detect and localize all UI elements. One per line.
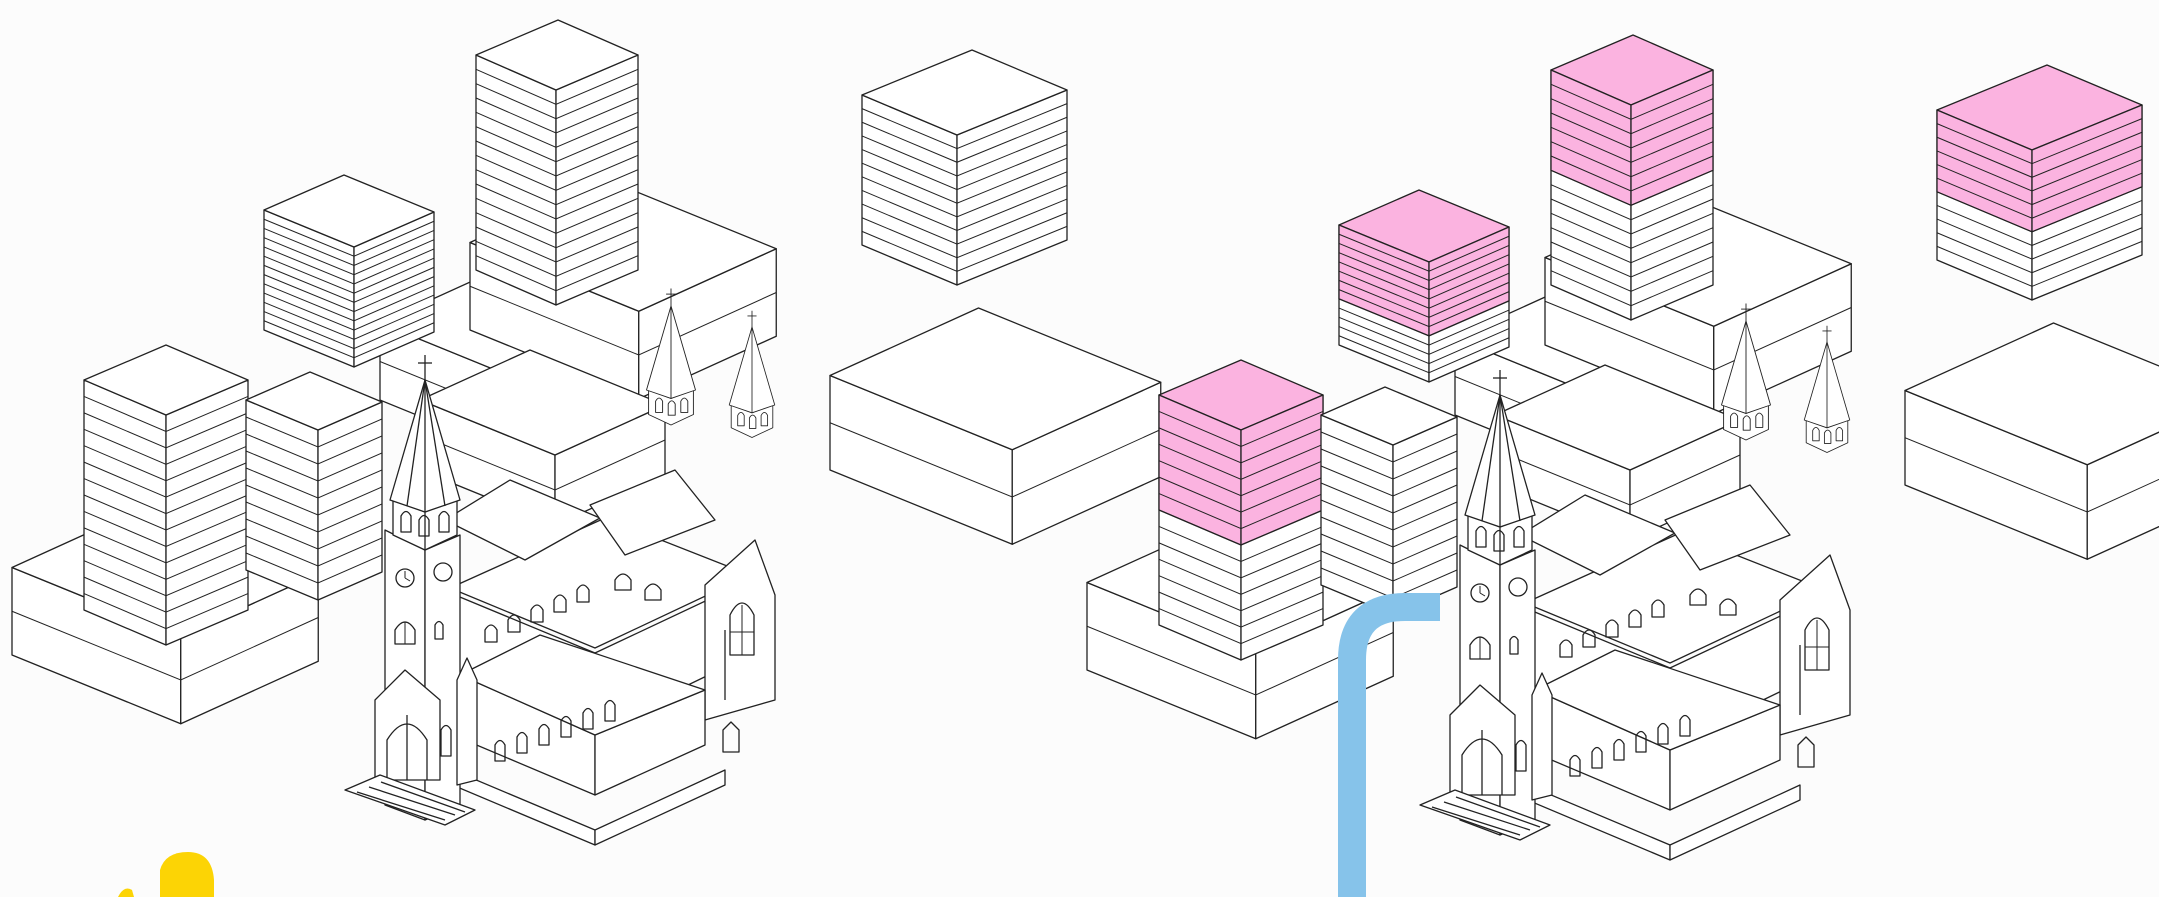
podium-block-4: [830, 308, 1161, 544]
panel-after: [1087, 35, 2159, 860]
tower-block-3: [264, 175, 434, 367]
tower-block-1: [1159, 360, 1323, 660]
tower-block-2: [1321, 387, 1457, 615]
tower-block-2: [246, 372, 382, 600]
tower-block-5: [862, 50, 1067, 285]
tower-block-5: [1937, 65, 2142, 300]
yellow-accent-shape: [118, 852, 214, 897]
panel-before: [12, 20, 1161, 845]
tower-block-1: [84, 345, 248, 645]
tower-block-3: [1339, 190, 1509, 382]
tower-block-4: [476, 20, 638, 305]
podium-block-4: [1905, 323, 2159, 559]
tower-block-4: [1551, 35, 1713, 320]
pedestrian-path: [1352, 607, 1440, 897]
